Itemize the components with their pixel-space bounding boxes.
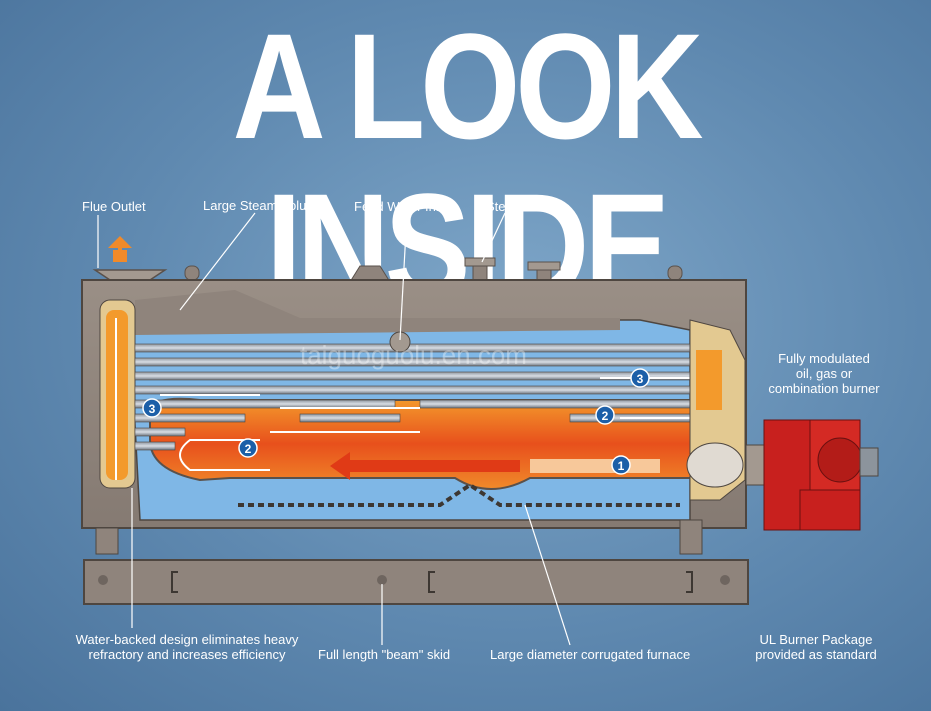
label-steam-outlet: Steam Outlet (486, 199, 562, 214)
steam-space (135, 290, 620, 335)
label-ul-burner-line-1: UL Burner Package (759, 632, 873, 647)
label-flue-outlet: Flue Outlet (82, 199, 146, 214)
burner-package (745, 419, 879, 531)
label-beam-skid: Full length "beam" skid (318, 647, 451, 662)
pass-markers: 1 2 2 3 3 (142, 368, 650, 475)
beam-skid (83, 559, 749, 605)
label-feed-water-inlet: Feed Water Inlet (354, 199, 450, 214)
label-water-backed: Water-backed design eliminates heavy ref… (66, 632, 308, 662)
label-water-backed-line-2: refractory and increases efficiency (88, 647, 286, 662)
leader-lines (97, 212, 571, 646)
watermark: taiguoguolu.en.com (300, 340, 527, 370)
flue-outlet (92, 236, 168, 281)
label-corrugated-furnace: Large diameter corrugated furnace (490, 647, 691, 662)
pass-marker-2a: 2 (245, 442, 252, 456)
pass-marker-3b: 3 (637, 372, 644, 386)
pass-marker-1: 1 (618, 459, 625, 473)
corrugated-furnace (149, 397, 734, 490)
fire-tubes (134, 343, 696, 451)
label-steam-volume: Large Steam Volume (203, 198, 325, 213)
label-burner-line-1: Fully modulated (778, 351, 870, 366)
top-fittings (184, 257, 683, 283)
pass-marker-2b: 2 (602, 409, 609, 423)
label-burner-line-3: combination burner (768, 381, 880, 396)
label-burner: Fully modulated oil, gas or combination … (754, 351, 894, 396)
label-water-backed-line-1: Water-backed design eliminates heavy (75, 632, 299, 647)
label-ul-burner-line-2: provided as standard (755, 647, 877, 662)
label-ul-burner: UL Burner Package provided as standard (745, 632, 887, 662)
page-title: A LOOK INSIDE (232, 2, 704, 330)
pass-marker-3a: 3 (149, 402, 156, 416)
supports (95, 519, 703, 555)
label-burner-line-2: oil, gas or (795, 366, 853, 381)
